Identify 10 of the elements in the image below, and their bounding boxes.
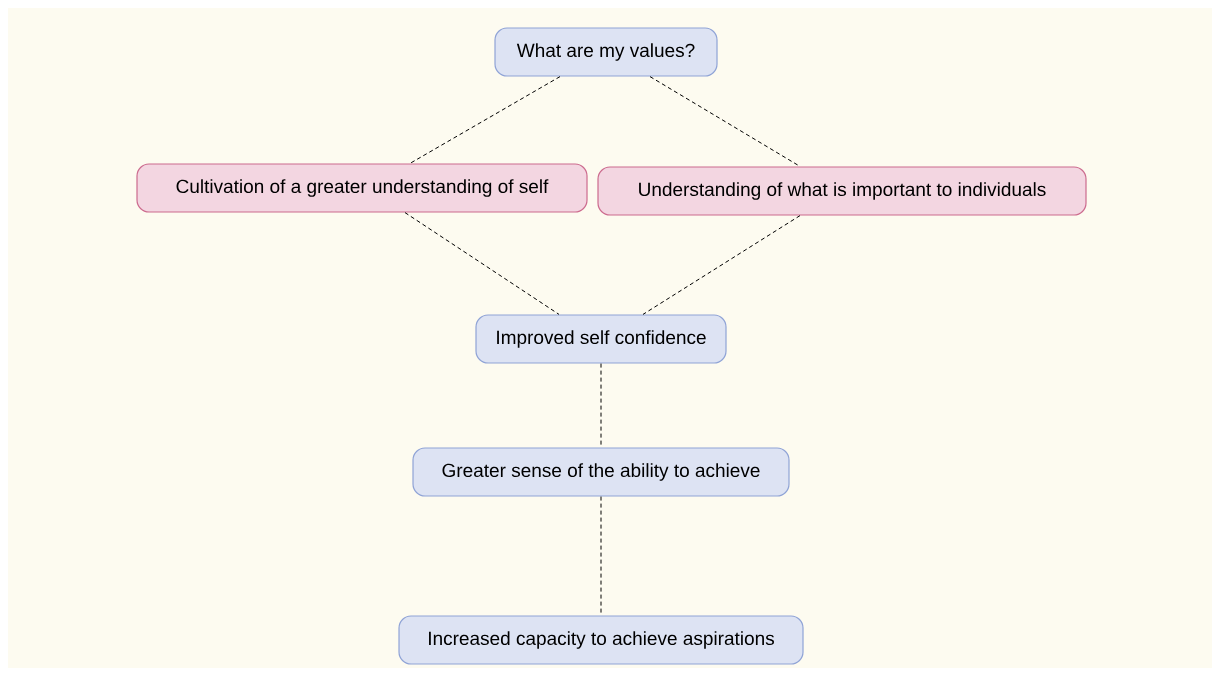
- connector-line: [409, 76, 561, 164]
- process-box: Understanding of what is important to individuals: [597, 166, 1087, 216]
- connector-line: [404, 212, 560, 315]
- process-box: Increased capacity to achieve aspirations: [398, 615, 804, 665]
- connector-line: [649, 76, 801, 167]
- process-box: Cultivation of a greater understanding of self: [136, 163, 588, 213]
- process-box: What are my values?: [494, 27, 718, 77]
- connector-line: [642, 215, 801, 315]
- process-box: Greater sense of the ability to achieve: [412, 447, 790, 497]
- process-box: Improved self confidence: [475, 314, 727, 364]
